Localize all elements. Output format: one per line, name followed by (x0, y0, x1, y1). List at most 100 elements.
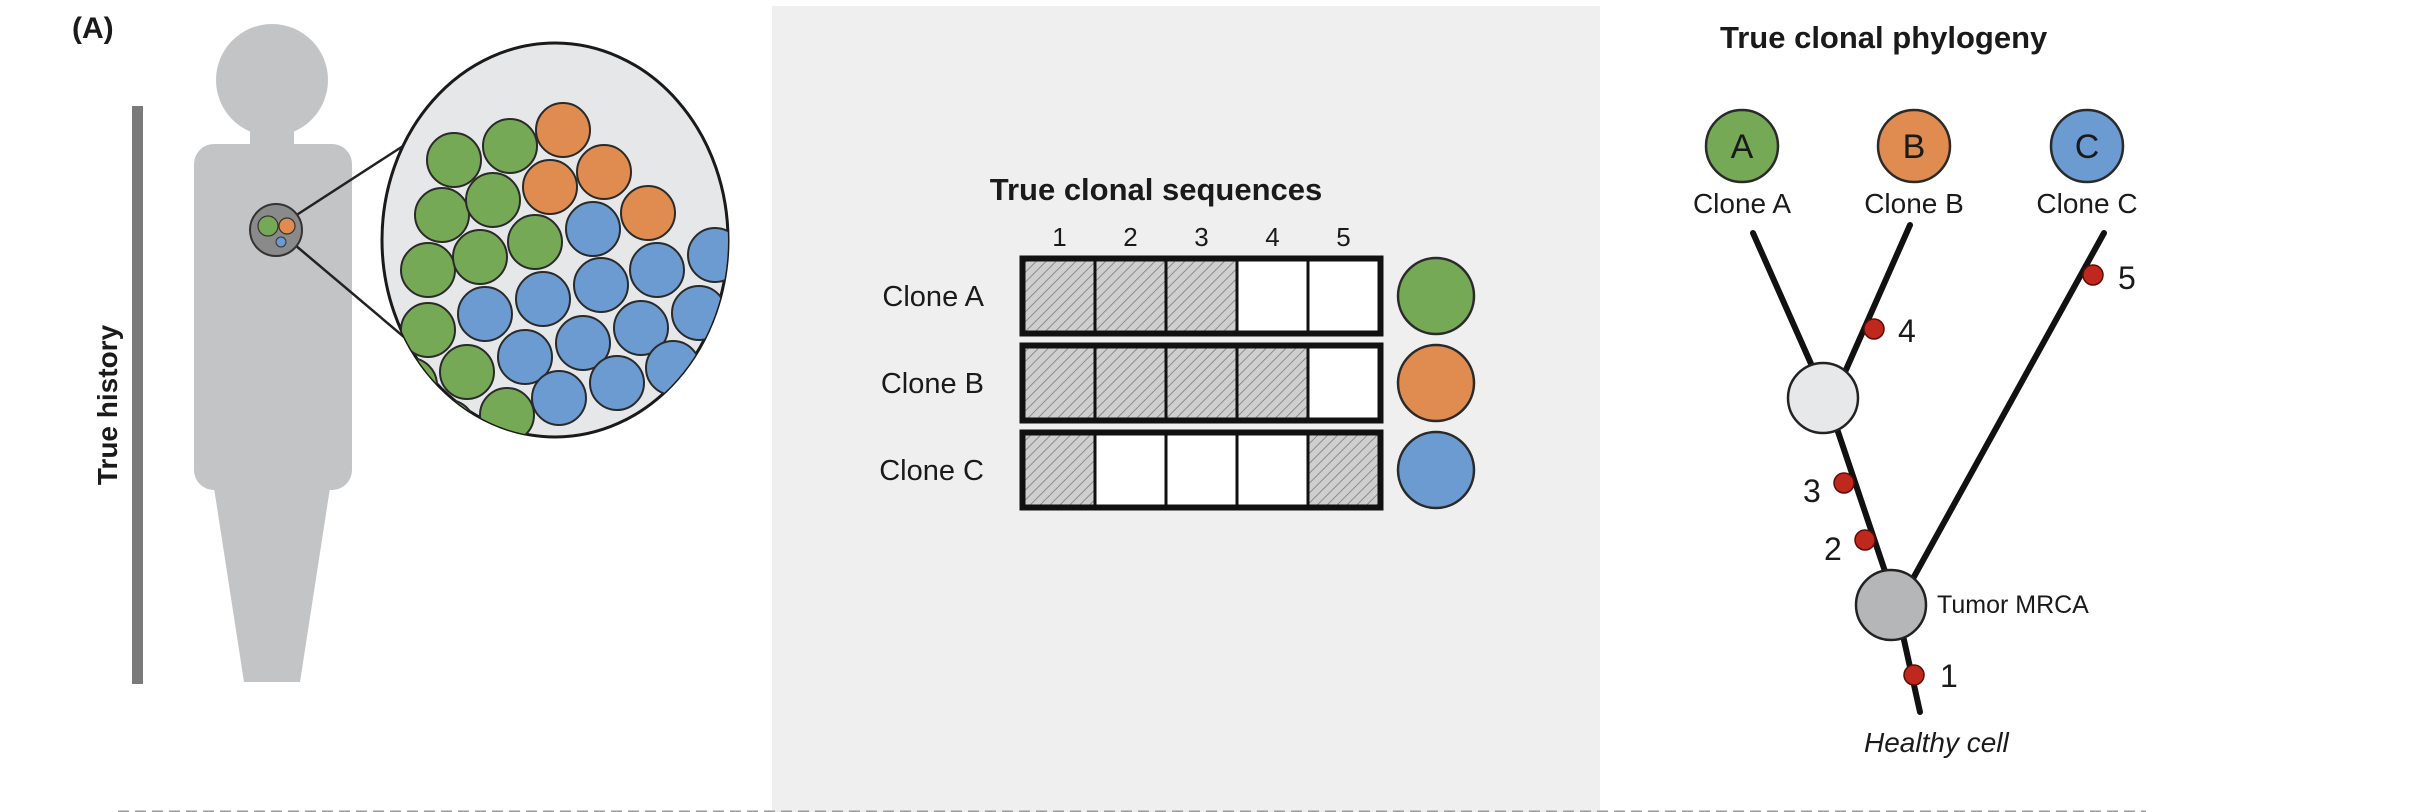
mrca-label: Tumor MRCA (1937, 591, 2089, 619)
tree-edges (1750, 222, 2107, 715)
history-axis-bar (132, 106, 143, 684)
tumor-cell-green (426, 132, 482, 188)
tumor-cell-green (465, 172, 521, 228)
leaf-letter: B (1903, 128, 1926, 166)
tumor-cell-blue (613, 300, 669, 356)
tumor-cell-green (414, 187, 470, 243)
tumor-cell-blue (515, 271, 571, 327)
edge-mrca-cloneC (1907, 230, 2107, 587)
leaf-letter: A (1731, 128, 1754, 166)
tumor-cell-blue (565, 201, 621, 257)
mutation-label: 3 (1803, 473, 1821, 509)
mutated-site-cell (1164, 345, 1239, 421)
mutated-site-cell (1022, 432, 1097, 508)
wildtype-site-cell (1093, 432, 1168, 508)
root-label: Healthy cell (1864, 727, 2010, 758)
tumor-cell-blue (687, 227, 728, 283)
tumor-cells (382, 102, 728, 437)
tumor-cell-green (400, 242, 456, 298)
tumor-cell-green (382, 357, 438, 413)
wildtype-site-cell (1235, 432, 1310, 508)
mutated-site-cell (1164, 258, 1239, 334)
mutated-site-cell (1093, 258, 1168, 334)
history-axis-label: True history (92, 324, 123, 485)
leaf-node (2049, 108, 2125, 184)
tumor-cell-orange (620, 185, 676, 241)
tree-leaves: A Clone A B Clone B C Clone C (1693, 108, 2138, 219)
leaf-letter: C (2075, 128, 2100, 166)
wildtype-site-cell (1306, 258, 1381, 334)
mutation-marker (1903, 664, 1925, 686)
leaf-label: Clone B (1864, 188, 1964, 219)
leaf-node (1876, 108, 1952, 184)
sequence-row-frame (1019, 342, 1384, 424)
tumor-cell-blue (645, 340, 701, 396)
mutation-marker (1863, 318, 1885, 340)
internal-node (1786, 361, 1860, 435)
mutation-label: 2 (1824, 531, 1842, 567)
tumor-cell-blue (629, 242, 685, 298)
wildtype-site-cell (1306, 345, 1381, 421)
tumor-cell-blue (589, 355, 645, 411)
tumor-cell-green (452, 229, 508, 285)
mutation-marker (2082, 264, 2104, 286)
mutated-site-cell (1022, 258, 1097, 334)
tumor-cell-green (507, 214, 563, 270)
mutated-site-cell (1235, 345, 1310, 421)
leaf-node (1704, 108, 1780, 184)
tumor-cell-orange (576, 144, 632, 200)
position-label: 1 (1052, 222, 1066, 252)
tumor-cell-blue (457, 286, 513, 342)
clone-color-swatch (1396, 430, 1476, 510)
mrca-node (1854, 568, 1928, 642)
leaf-label: Clone A (1693, 188, 1791, 219)
sequence-grid: Clone A Clone B Clone C (879, 255, 1476, 511)
mutation-label: 1 (1940, 658, 1958, 694)
position-label: 5 (1336, 222, 1350, 252)
tumor-cell-green (420, 399, 476, 437)
human-silhouette (194, 24, 352, 682)
tumor-cell-blue (497, 329, 553, 385)
mutated-site-cell (1022, 345, 1097, 421)
clone-color-swatch (1396, 256, 1476, 336)
mutation-marker (1833, 472, 1855, 494)
clone-row-label: Clone C (879, 455, 984, 487)
mutated-site-cell (1306, 432, 1381, 508)
tumor-cell-blue (531, 370, 587, 426)
clone-row-label: Clone A (882, 281, 984, 313)
tumor-cell-green (439, 344, 495, 400)
clone-color-swatch (1396, 343, 1476, 423)
edge-internal-cloneA (1750, 230, 1815, 369)
phylogeny-title: True clonal phylogeny (1720, 20, 2048, 55)
mutated-site-cell (1093, 345, 1168, 421)
tumor-cell-green (479, 387, 535, 437)
position-label: 2 (1123, 222, 1137, 252)
right-panel: True clonal phylogeny Tumor MRCA Healthy… (1693, 20, 2138, 758)
tumor-cell-orange (522, 159, 578, 215)
tumor-cell-blue (671, 285, 727, 341)
panel-label: (A) (72, 12, 114, 45)
mutation-marker (1854, 529, 1876, 551)
position-label: 3 (1194, 222, 1208, 252)
left-panel: True history (92, 24, 730, 684)
sequence-row-frame (1019, 255, 1384, 337)
mutation-label: 4 (1898, 313, 1916, 349)
position-labels: 1 2 3 4 5 (1052, 222, 1350, 252)
tumor-cell-blue (555, 315, 611, 371)
tumor-cell-green (482, 118, 538, 174)
edge-internal-cloneB (1842, 222, 1913, 375)
wildtype-site-cell (1164, 432, 1239, 508)
tumor-zoom-bubble (380, 41, 730, 439)
sequences-title: True clonal sequences (990, 172, 1323, 207)
leaf-label: Clone C (2036, 188, 2137, 219)
clone-row-label: Clone B (881, 368, 984, 400)
position-label: 4 (1265, 222, 1279, 252)
tumor-cell-orange (535, 102, 591, 158)
sequence-row-frame (1019, 429, 1384, 511)
tumor-cell-blue (573, 257, 629, 313)
wildtype-site-cell (1235, 258, 1310, 334)
mutation-label: 5 (2118, 260, 2136, 296)
